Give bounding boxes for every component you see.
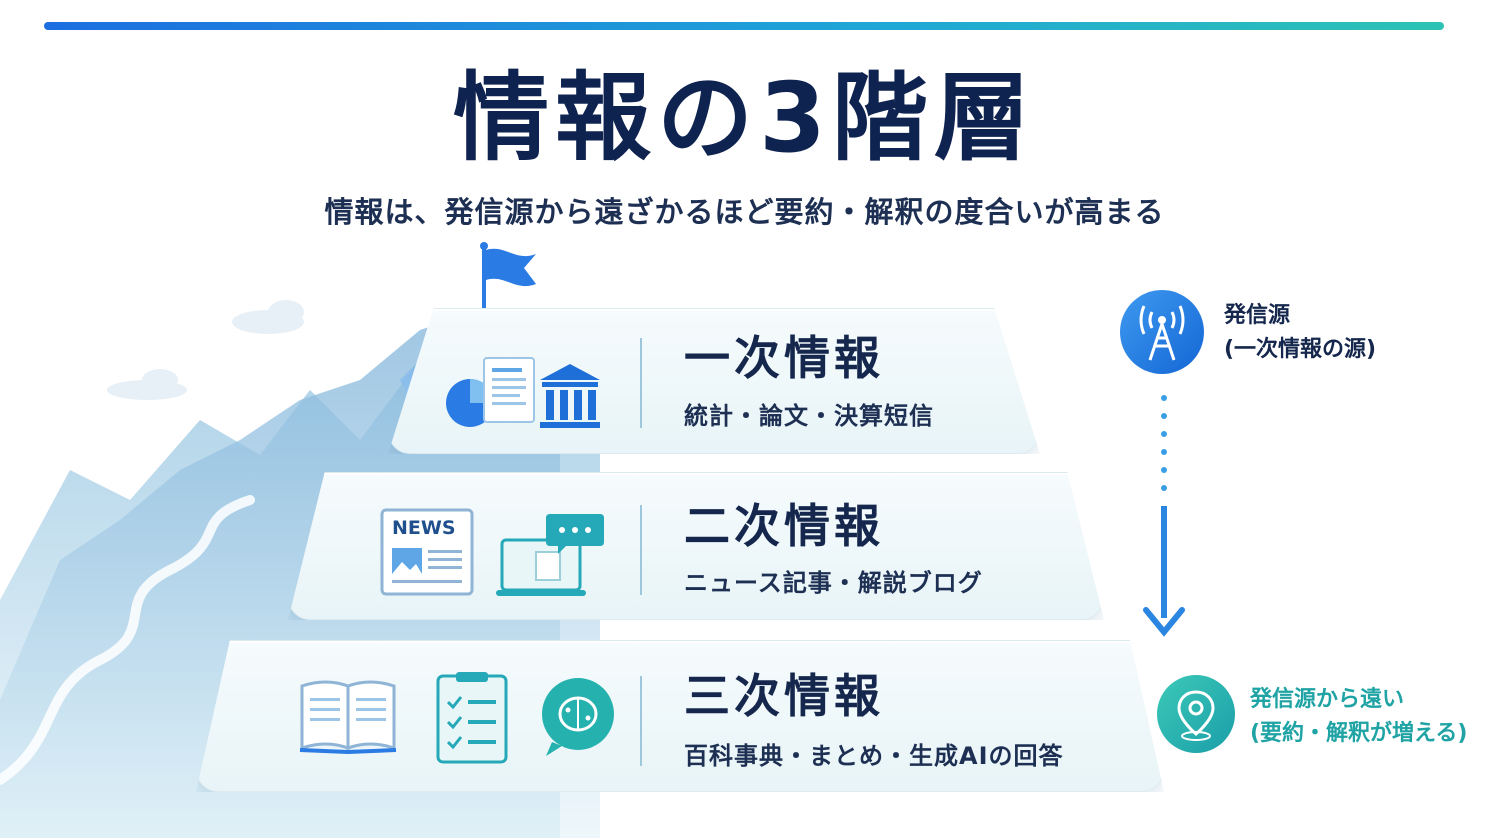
direction-arrow <box>1143 395 1185 637</box>
tier3-desc: 百科事典・まとめ・生成AIの回答 <box>684 742 1064 770</box>
tier-divider <box>640 505 642 595</box>
tier1-desc: 統計・論文・決算短信 <box>684 402 934 430</box>
signal-tower-icon <box>1120 290 1204 374</box>
laptop-chat-icon <box>496 514 604 596</box>
newspaper-label: NEWS <box>392 517 456 539</box>
top-accent-bar <box>44 22 1444 30</box>
source-label: 発信源 <box>1224 303 1291 328</box>
tier2-icons: NEWS <box>380 508 604 596</box>
newspaper-icon <box>380 508 474 596</box>
tier2-title: 二次情報 <box>684 499 884 553</box>
tier1-title: 一次情報 <box>684 331 884 385</box>
tier1-icons <box>446 357 600 428</box>
bank-building-icon <box>540 364 600 428</box>
cloud-icon <box>107 300 304 400</box>
tier-divider <box>640 338 642 428</box>
checklist-icon <box>436 672 508 764</box>
far-sublabel: (要約・解釈が増える) <box>1250 721 1468 746</box>
page-title: 情報の3階層 <box>453 62 1036 174</box>
location-pin-icon <box>1157 675 1235 753</box>
far-label: 発信源から遠い <box>1250 687 1405 712</box>
flag-icon <box>480 242 536 308</box>
source-sublabel: (一次情報の源) <box>1224 337 1377 362</box>
document-icon <box>483 357 535 423</box>
tier2-desc: ニュース記事・解説ブログ <box>684 569 983 597</box>
tier3-title: 三次情報 <box>684 669 884 723</box>
tier3-icons <box>299 672 614 764</box>
tier-divider <box>640 676 642 766</box>
page-subtitle: 情報は、発信源から遠ざかるほど要約・解釈の度合いが高まる <box>324 195 1165 229</box>
ai-brain-chat-icon <box>542 678 614 756</box>
open-book-icon <box>299 680 397 755</box>
